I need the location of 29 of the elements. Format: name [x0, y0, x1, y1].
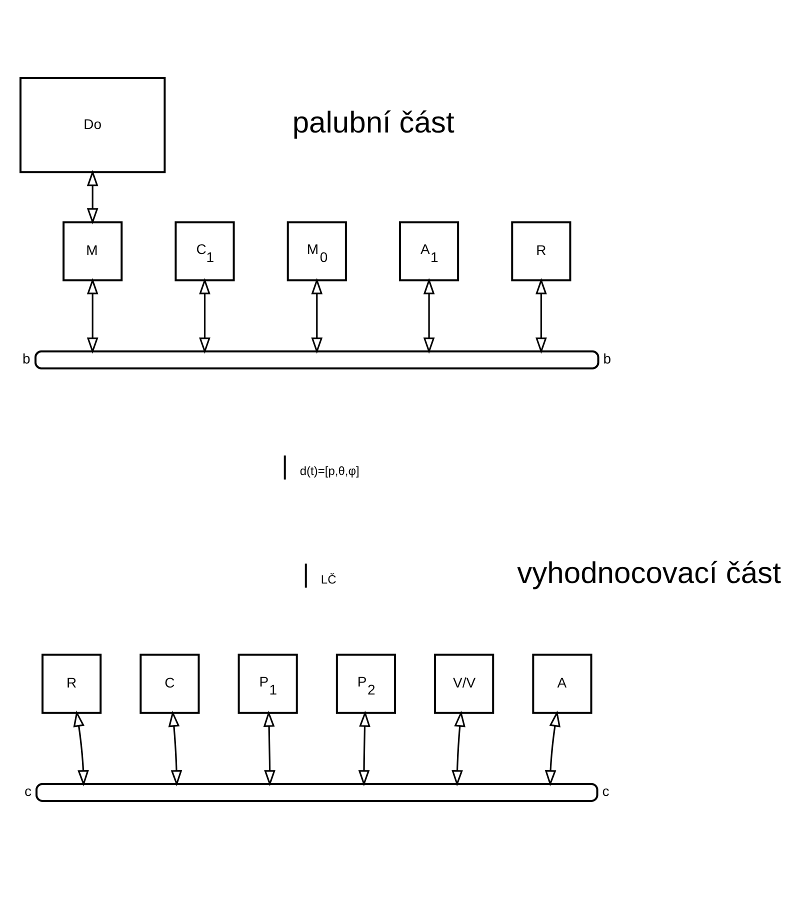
arrow: [452, 710, 466, 786]
node-label: b: [22, 350, 30, 366]
node-bar: [34, 350, 600, 369]
arrow: [358, 710, 370, 786]
arrow: [168, 710, 182, 786]
node-box: Do: [20, 76, 166, 173]
node-box: V/V: [434, 653, 494, 714]
arrow: [73, 710, 89, 786]
label: vyhodnocovací část: [517, 556, 781, 590]
node-box: C: [140, 653, 200, 714]
arrow: [423, 278, 435, 354]
label: d(t)=[p,θ,φ]: [300, 464, 360, 478]
arrow: [199, 278, 210, 354]
node-box: A: [532, 653, 592, 714]
arrow: [86, 169, 98, 224]
label: LČ: [320, 572, 336, 586]
node-box: R: [511, 220, 572, 281]
arrow: [86, 278, 98, 354]
arrow: [263, 710, 276, 786]
node-label: c: [24, 782, 32, 799]
node-box: R: [42, 653, 102, 714]
arrow: [311, 278, 323, 354]
arrow: [536, 278, 547, 354]
node-label: c: [602, 782, 610, 799]
arrow: [544, 710, 560, 786]
node-bar: [36, 782, 598, 802]
node-label: b: [603, 350, 612, 366]
label: palubní část: [292, 106, 454, 140]
node-box: M: [62, 220, 123, 281]
